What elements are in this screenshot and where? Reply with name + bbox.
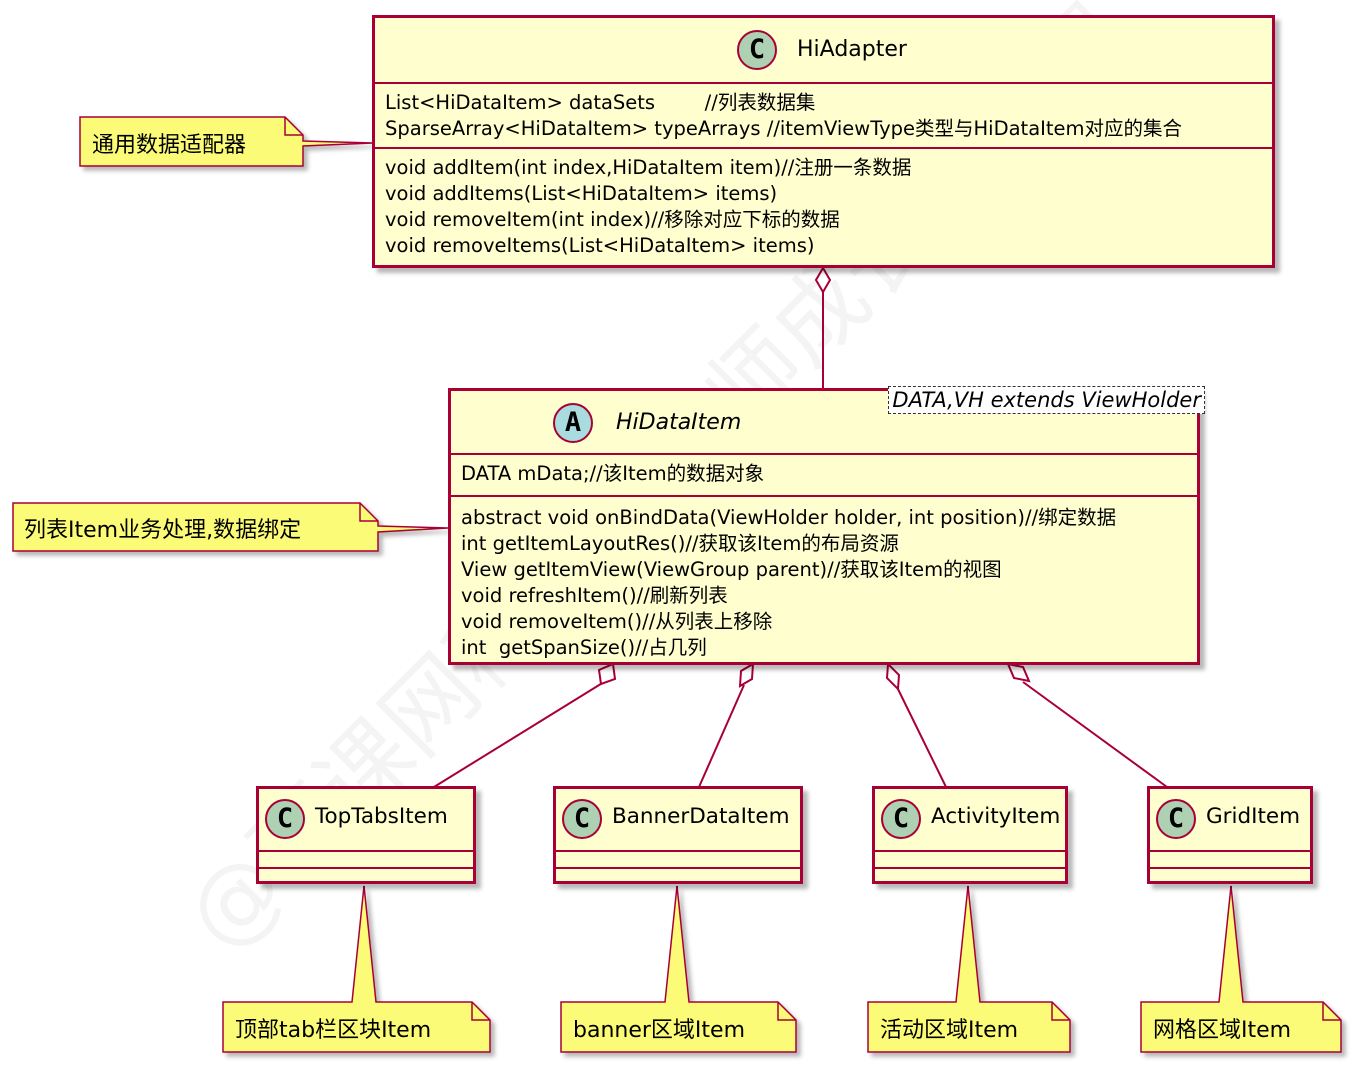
class-hidataitem-fields: DATA mData;//该Item的数据对象 — [451, 455, 1197, 497]
aggregation-diamond-banner — [738, 662, 755, 688]
method-line: int getSpanSize()//占几列 — [461, 636, 707, 659]
class-griditem-header: C GridItem — [1150, 789, 1310, 852]
aggregation-line-grid — [1022, 681, 1168, 788]
aggregation-line-activity — [895, 684, 947, 788]
note-activity-fold — [1051, 1002, 1070, 1021]
aggregation-line-banner — [698, 684, 745, 788]
method-line: View getItemView(ViewGroup parent)//获取该I… — [461, 558, 1002, 581]
class-griditem: C GridItem — [1147, 786, 1313, 884]
abstract-stereotype-icon: A — [553, 403, 593, 443]
method-line: void addItems(List<HiDataItem> items) — [385, 182, 778, 205]
class-bannerdataitem: C BannerDataItem — [553, 786, 803, 884]
class-hiadapter-methods: void addItem(int index,HiDataItem item)/… — [375, 149, 1272, 259]
method-line: void addItem(int index,HiDataItem item)/… — [385, 156, 912, 179]
class-hidataitem-header: A HiDataItem DATA,VH extends ViewHolder — [451, 386, 1205, 455]
method-line: void refreshItem()//刷新列表 — [461, 584, 728, 607]
aggregation-diamond-toptabs — [597, 662, 617, 686]
class-stereotype-icon: C — [1156, 799, 1196, 839]
class-stereotype-icon: C — [562, 799, 602, 839]
class-toptabsitem-fields — [259, 852, 473, 869]
note-grid-fold — [1322, 1002, 1341, 1021]
field-line: List<HiDataItem> dataSets //列表数据集 — [385, 91, 816, 114]
class-stereotype-icon: C — [737, 30, 777, 70]
class-stereotype-icon: C — [881, 799, 921, 839]
note-adapter-text: 通用数据适配器 — [92, 133, 247, 158]
field-line: DATA mData;//该Item的数据对象 — [461, 462, 765, 485]
generic-parameters: DATA,VH extends ViewHolder — [888, 386, 1205, 414]
class-bannerdataitem-name: BannerDataItem — [612, 804, 790, 829]
class-hiadapter: C HiAdapter List<HiDataItem> dataSets //… — [372, 15, 1275, 268]
note-banner-fold — [777, 1002, 796, 1021]
class-stereotype-icon: C — [265, 799, 305, 839]
aggregation-line-toptabs — [433, 681, 605, 788]
note-banner-text: banner区域Item — [573, 1018, 745, 1043]
class-griditem-name: GridItem — [1206, 804, 1301, 829]
class-hiadapter-name: HiAdapter — [797, 37, 907, 62]
note-adapter-fold — [284, 117, 303, 136]
method-line: abstract void onBindData(ViewHolder hold… — [461, 506, 1117, 529]
class-hiadapter-header: C HiAdapter — [375, 18, 1272, 84]
class-griditem-fields — [1150, 852, 1310, 869]
aggregation-diamond-grid — [1006, 662, 1031, 683]
class-toptabsitem: C TopTabsItem — [256, 786, 476, 884]
note-grid-text: 网格区域Item — [1153, 1018, 1292, 1043]
aggregation-diamond-activity — [885, 661, 901, 692]
class-hiadapter-fields: List<HiDataItem> dataSets //列表数据集 Sparse… — [375, 84, 1272, 149]
note-toptabs-text: 顶部tab栏区块Item — [235, 1018, 432, 1043]
class-activityitem-header: C ActivityItem — [875, 789, 1065, 852]
class-activityitem-fields — [875, 852, 1065, 869]
note-activity-text: 活动区域Item — [880, 1018, 1019, 1043]
method-line: void removeItem()//从列表上移除 — [461, 610, 773, 633]
class-toptabsitem-header: C TopTabsItem — [259, 789, 473, 852]
class-activityitem: C ActivityItem — [872, 786, 1068, 884]
field-line: SparseArray<HiDataItem> typeArrays //ite… — [385, 117, 1183, 140]
class-hidataitem: A HiDataItem DATA,VH extends ViewHolder … — [448, 386, 1205, 665]
method-line: void removeItem(int index)//移除对应下标的数据 — [385, 208, 840, 231]
class-bannerdataitem-header: C BannerDataItem — [556, 789, 800, 852]
note-toptabs-fold — [471, 1002, 490, 1021]
note-dataitem-text: 列表Item业务处理,数据绑定 — [24, 518, 302, 543]
class-hidataitem-methods: abstract void onBindData(ViewHolder hold… — [451, 497, 1197, 661]
aggregation-diamond-adapter — [814, 266, 832, 294]
class-activityitem-name: ActivityItem — [931, 804, 1061, 829]
class-bannerdataitem-fields — [556, 852, 800, 869]
method-line: int getItemLayoutRes()//获取该Item的布局资源 — [461, 532, 899, 555]
note-dataitem-fold — [359, 503, 378, 522]
class-hidataitem-name: HiDataItem — [616, 410, 742, 435]
class-toptabsitem-name: TopTabsItem — [315, 804, 448, 829]
method-line: void removeItems(List<HiDataItem> items) — [385, 234, 815, 257]
